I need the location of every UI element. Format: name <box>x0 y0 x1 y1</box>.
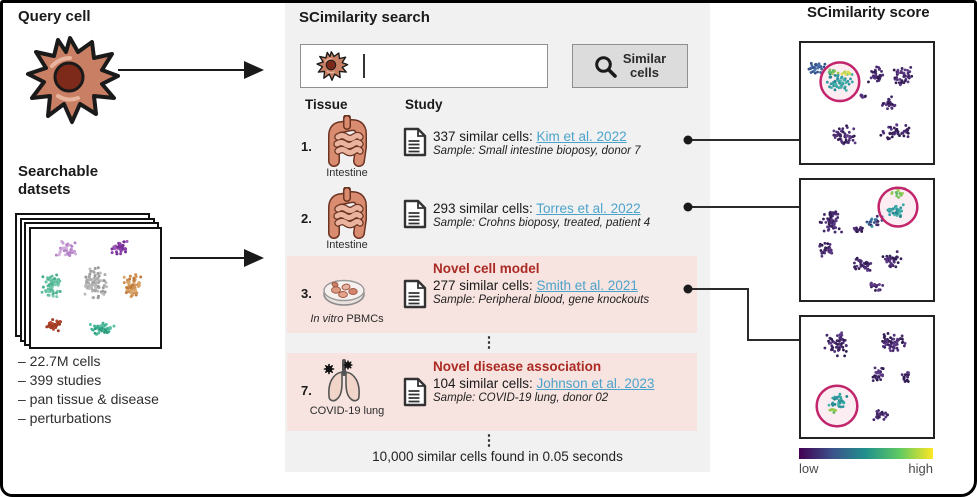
score-plot-1 <box>799 41 935 165</box>
tissue-caption: Intestine <box>326 167 368 179</box>
result-count: 337 similar cells: <box>433 129 537 144</box>
document-icon <box>403 377 427 407</box>
intestine-icon <box>323 187 369 239</box>
study-link[interactable]: Torres et al. 2022 <box>536 201 641 216</box>
covid-lung-icon <box>322 359 362 403</box>
study-link[interactable]: Johnson et al. 2023 <box>536 376 655 391</box>
novel-label: Novel cell model <box>433 261 540 276</box>
umap-scatter-3 <box>815 331 910 428</box>
search-panel-title: SCimilarity search <box>299 9 430 26</box>
score-plot-3 <box>799 315 935 439</box>
dataset-sheet-front <box>29 227 162 349</box>
score-plot-2 <box>799 178 935 302</box>
colorbar-high-label: high <box>908 461 933 476</box>
search-panel: SCimilarity search Similar cells Tissue … <box>285 3 710 472</box>
score-panel-title: SCimilarity score <box>807 4 930 21</box>
study-link[interactable]: Kim et al. 2022 <box>536 129 627 144</box>
query-cell-title: Query cell <box>18 8 91 25</box>
result-rank: 2. <box>301 211 312 226</box>
result-count: 277 similar cells: <box>433 278 537 293</box>
document-icon <box>403 199 427 229</box>
novel-label: Novel disease association <box>433 359 602 374</box>
result-rank: 7. <box>301 383 312 398</box>
dataset-scatter <box>40 239 143 336</box>
ellipsis: ⋮ <box>481 432 497 449</box>
query-cell-input-icon <box>316 51 349 81</box>
document-icon <box>403 279 427 309</box>
search-input[interactable] <box>300 44 548 88</box>
dataset-bullets: – 22.7M cells – 399 studies – pan tissue… <box>18 353 159 426</box>
result-count: 104 similar cells: <box>433 376 537 391</box>
result-sample: Sample: Small intestine bioposy, donor 7 <box>433 145 641 157</box>
colorbar-low-label: low <box>799 461 819 476</box>
document-icon <box>403 127 427 157</box>
column-header-tissue: Tissue <box>305 97 348 112</box>
study-link[interactable]: Smith et al. 2021 <box>536 278 638 293</box>
similar-cells-button-label: Similar cells <box>622 51 667 80</box>
datasets-title: Searchable datsets <box>18 163 99 198</box>
result-sample: Sample: Crohns bioposy, treated, patient… <box>433 217 651 229</box>
column-header-study: Study <box>405 97 443 112</box>
result-count: 293 similar cells: <box>433 201 537 216</box>
tissue-caption: COVID-19 lung <box>309 405 385 417</box>
intestine-icon <box>323 115 369 167</box>
query-cell-icon <box>26 36 120 124</box>
tissue-caption: In vitro PBMCs <box>310 313 384 325</box>
result-rank: 3. <box>301 286 312 301</box>
text-caret <box>363 54 365 78</box>
result-row: Novel cell model 277 similar cells: Smit… <box>433 261 649 306</box>
result-row: 337 similar cells: Kim et al. 2022 Sampl… <box>433 129 641 157</box>
search-footer: 10,000 similar cells found in 0.05 secon… <box>372 449 623 464</box>
result-rank: 1. <box>301 139 312 154</box>
result-sample: Sample: COVID-19 lung, donor 02 <box>433 392 609 404</box>
petri-dish-icon <box>323 279 365 306</box>
result-row: 293 similar cells: Torres et al. 2022 Sa… <box>433 201 650 229</box>
similar-cells-button[interactable]: Similar cells <box>572 44 688 88</box>
result-row: Novel disease association 104 similar ce… <box>433 359 654 404</box>
umap-scatter-1 <box>807 61 914 146</box>
search-icon <box>594 55 617 78</box>
colorbar <box>799 448 933 459</box>
umap-scatter-2 <box>818 186 919 292</box>
tissue-caption: Intestine <box>326 239 368 251</box>
ellipsis: ⋮ <box>481 334 497 351</box>
result-sample: Sample: Peripheral blood, gene knockouts <box>433 294 650 306</box>
